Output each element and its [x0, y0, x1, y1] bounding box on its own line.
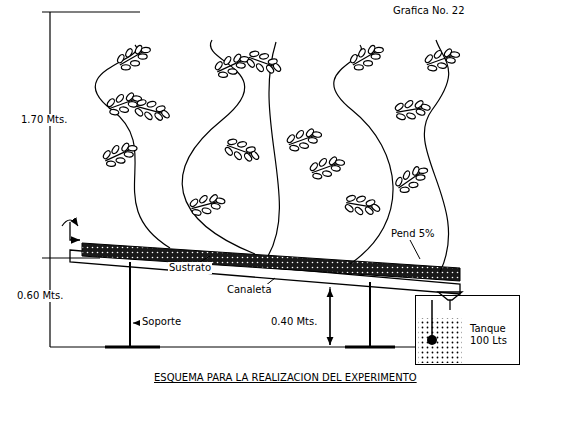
channel — [62, 220, 460, 294]
part-name: Soporte — [141, 316, 182, 328]
supports — [50, 262, 415, 347]
dimension-label: 0.40 Mts. — [270, 316, 318, 328]
dimension-label: 1.70 Mts. — [20, 114, 68, 126]
figure-number: Grafica No. 22 — [392, 5, 466, 17]
tank-water — [418, 300, 462, 363]
part-name: Canaleta — [226, 284, 273, 296]
dimension-label: 0.60 Mts. — [16, 290, 64, 302]
water-tank: Tanque 100 Lts — [415, 295, 520, 365]
part-name: Sustrato — [168, 262, 212, 274]
tank-label: Tanque 100 Lts — [469, 322, 515, 348]
caption: ESQUEMA PARA LA REALIZACION DEL EXPERIME… — [153, 372, 418, 384]
slope-label: Pend 5% — [390, 228, 436, 240]
dimension-lines — [42, 12, 330, 347]
tomato-plants — [95, 38, 463, 272]
leader-lines — [133, 240, 420, 323]
